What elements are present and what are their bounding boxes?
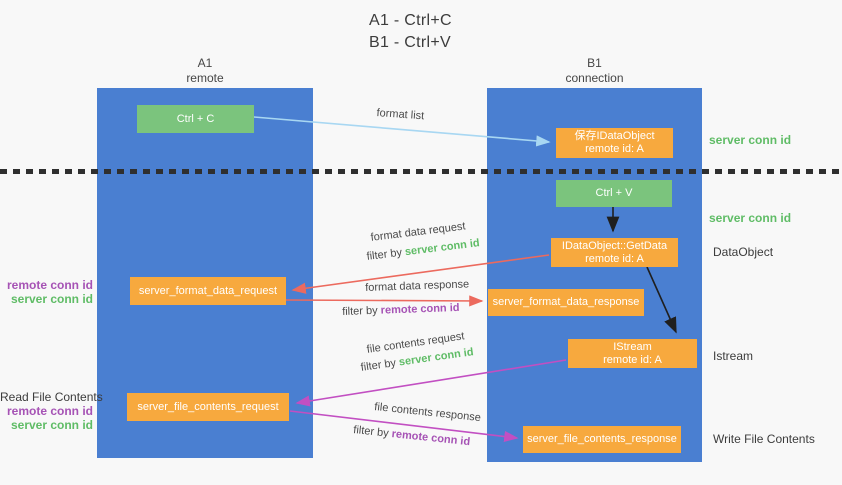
column-a1-name: A1 <box>197 56 213 70</box>
left-label-remote-conn-id-1: remote conn id <box>6 278 93 292</box>
column-header-b1: B1 connection <box>487 56 702 86</box>
node-server-format-data-request-label: server_format_data_request <box>138 284 278 297</box>
filter-by-text: filter by <box>360 356 400 374</box>
node-server-file-contents-response-label: server_file_contents_response <box>527 433 677 445</box>
label-filter-by-remote-conn-id-1: filter by remote conn id <box>342 302 460 318</box>
filter-by-text: filter by <box>342 304 381 318</box>
right-label-server-conn-id-1: server conn id <box>709 133 792 147</box>
right-label-istream: Istream <box>713 349 754 363</box>
node-ctrl-v-label: Ctrl + V <box>595 187 633 199</box>
right-label-dataobject: DataObject <box>713 245 774 259</box>
column-a1-subtitle: remote <box>186 71 224 85</box>
column-b1-name: B1 <box>587 56 602 70</box>
right-label-server-conn-id-2: server conn id <box>709 211 792 225</box>
column-b1-subtitle: connection <box>565 71 624 85</box>
node-idataobject-getdata: IDataObject::GetData remote id: A <box>551 238 678 267</box>
node-server-file-contents-request-label: server_file_contents_request <box>137 400 279 413</box>
left-label-remote-conn-id-2: remote conn id <box>6 404 93 418</box>
label-format-data-response: format data response <box>365 278 470 294</box>
right-label-write-file-contents: Write File Contents <box>713 432 815 446</box>
label-filter-by-remote-conn-id-2: filter by remote conn id <box>353 424 471 448</box>
node-istream-line1: IStream <box>613 340 652 353</box>
node-getdata-line1: IDataObject::GetData <box>561 239 668 252</box>
node-istream: IStream remote id: A <box>568 339 697 368</box>
title-line-2: B1 - Ctrl+V <box>369 33 451 51</box>
left-labels-file-request: Read File Contents remote conn id server… <box>0 390 103 432</box>
node-server-file-contents-request: server_file_contents_request <box>127 393 289 421</box>
left-label-read-file-contents: Read File Contents <box>0 390 103 404</box>
remote-conn-id-text: remote conn id <box>380 301 460 317</box>
filter-by-text: filter by <box>366 246 406 263</box>
node-save-idataobject-line2: remote id: A <box>585 143 644 155</box>
filter-by-text: filter by <box>352 424 393 440</box>
node-server-format-data-response: server_format_data_response <box>488 289 644 316</box>
label-format-list: format list <box>376 107 425 123</box>
node-getdata-line2: remote id: A <box>585 252 644 265</box>
title-line-1: A1 - Ctrl+C <box>369 12 452 29</box>
node-ctrl-c-label: Ctrl + C <box>176 112 215 125</box>
phase-separator-dotted-line <box>0 169 842 174</box>
node-ctrl-v: Ctrl + V <box>556 180 672 207</box>
server-conn-id-text: server conn id <box>404 237 481 259</box>
node-ctrl-c: Ctrl + C <box>137 105 254 133</box>
node-server-format-data-request: server_format_data_request <box>130 277 286 305</box>
left-label-server-conn-id-2: server conn id <box>10 418 93 432</box>
diagram-title: A1 - Ctrl+C B1 - Ctrl+V <box>369 10 452 53</box>
node-server-file-contents-response: server_file_contents_response <box>523 426 681 453</box>
node-save-idataobject-line1: 保存IDataObject <box>574 130 655 142</box>
node-save-idataobject: 保存IDataObject remote id: A <box>556 128 673 158</box>
left-labels-format-request: remote conn id server conn id <box>0 278 93 306</box>
label-file-contents-response: file contents response <box>373 401 482 425</box>
node-server-format-data-response-label: server_format_data_response <box>492 296 640 308</box>
arrow-format-data-response <box>285 295 484 307</box>
left-label-server-conn-id-1: server conn id <box>10 292 93 306</box>
remote-conn-id-text: remote conn id <box>391 428 471 449</box>
node-istream-line2: remote id: A <box>603 353 662 366</box>
column-header-a1: A1 remote <box>97 56 313 86</box>
